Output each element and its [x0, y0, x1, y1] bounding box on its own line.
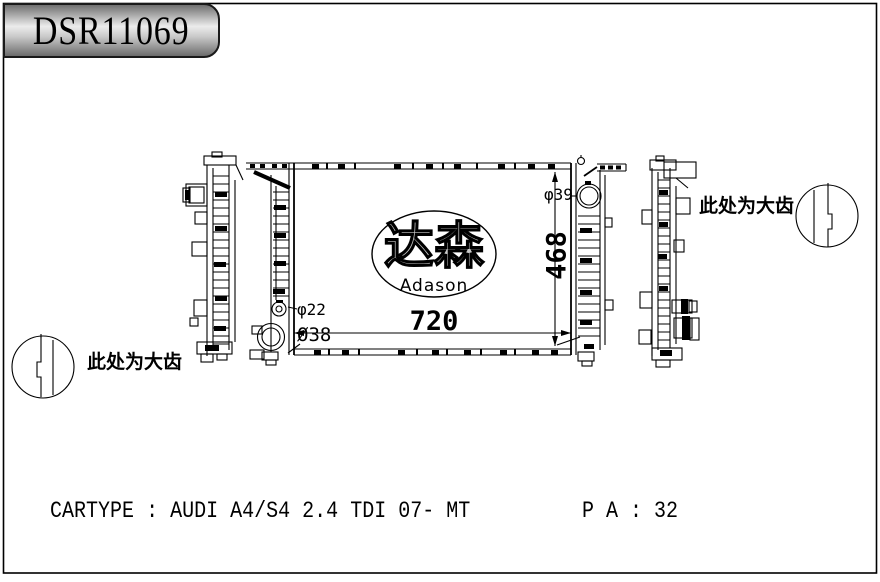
logo-ellipse: [371, 210, 497, 298]
port-39-circle: [576, 183, 602, 209]
callout-left-note: 此处为大齿: [87, 351, 183, 373]
front-view-drawing: [246, 155, 627, 367]
front-left-tank: [246, 162, 294, 366]
spec-right-column: P A : 32 DPI : OEM : 8K0121251H NISSENS:…: [582, 441, 774, 582]
dim-width-label: 720: [409, 306, 459, 337]
dimension-lines: [287, 172, 581, 354]
spec-left-column: CARTYPE : AUDI A4/S4 2.4 TDI 07- MT CORE…: [50, 441, 470, 582]
right-side-view-drawing: [638, 155, 700, 368]
callout-circle-left: [11, 334, 75, 399]
port-38-label: Ø38: [297, 324, 332, 346]
dim-height-label: 468: [541, 231, 573, 280]
logo-latin-text: Adason: [399, 276, 469, 296]
front-right-tank: [576, 155, 627, 367]
port-22-circle: [271, 301, 287, 317]
leader-phi22: [287, 306, 298, 310]
callout-right-note: 此处为大齿: [699, 195, 795, 217]
page-border: [2, 2, 878, 574]
leader-phi38: [287, 343, 301, 354]
part-number-text: DSR11069: [33, 8, 190, 53]
port-39-label: φ39: [544, 185, 573, 204]
spec-pa: P A : 32: [582, 498, 679, 524]
spec-cartype: CARTYPE : AUDI A4/S4 2.4 TDI 07- MT: [50, 498, 471, 524]
part-number-badge: DSR11069: [3, 3, 220, 58]
logo-chinese-text: 达森: [383, 217, 485, 275]
callout-circle-right: [795, 183, 859, 248]
left-side-view-drawing: [182, 151, 244, 363]
port-22-label: φ22: [297, 300, 326, 319]
port-38-circle: [256, 322, 286, 352]
